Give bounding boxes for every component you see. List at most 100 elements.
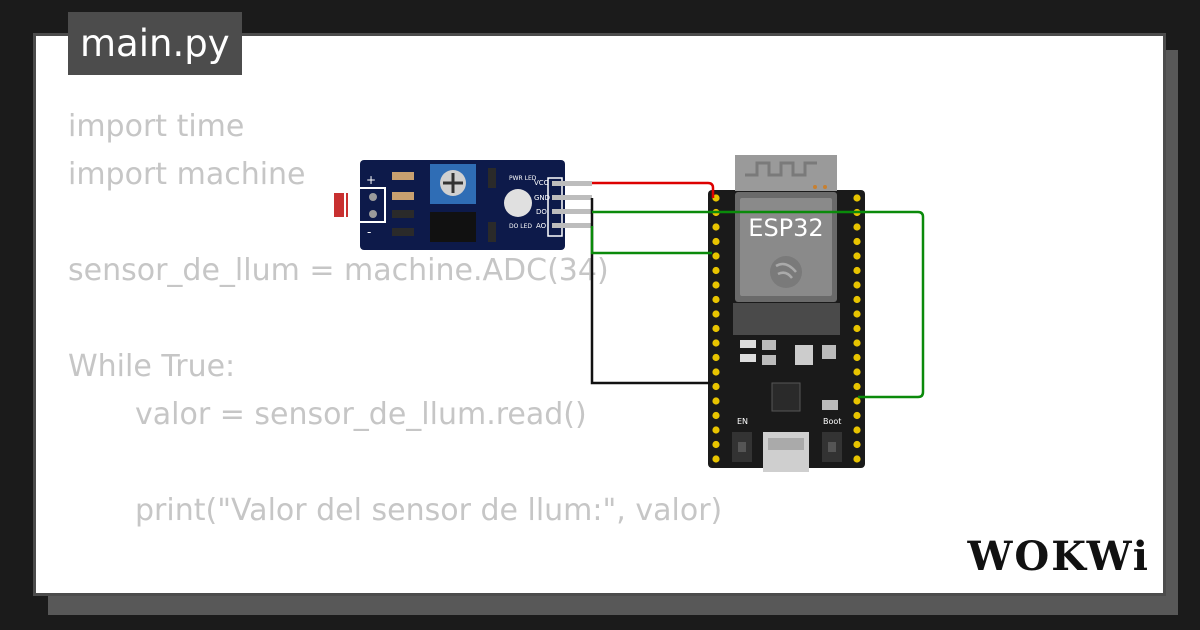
code-line: While True: bbox=[68, 349, 236, 384]
smd-part bbox=[740, 340, 756, 348]
smd-part bbox=[822, 400, 838, 410]
wire-ao[interactable] bbox=[590, 226, 712, 255]
pin-label-ao: AO bbox=[536, 222, 547, 230]
ldr-pin-2 bbox=[369, 210, 377, 218]
gpio-pin[interactable] bbox=[712, 382, 720, 391]
pin-label-do: DO bbox=[536, 208, 547, 216]
gpio-pin[interactable] bbox=[712, 295, 720, 304]
code-line: import machine bbox=[68, 157, 306, 192]
usb-uart-chip bbox=[771, 382, 801, 412]
code-preview: import time import machine sensor_de_llum … bbox=[68, 36, 1158, 593]
ldr-pin-1 bbox=[369, 193, 377, 201]
pin-label-vcc: VCC bbox=[534, 179, 549, 187]
gpio-pin[interactable] bbox=[853, 397, 861, 405]
file-tab[interactable]: main.py bbox=[68, 12, 242, 75]
boot-button-label: Boot bbox=[823, 417, 841, 426]
smd-part bbox=[822, 345, 836, 359]
gpio-pin[interactable] bbox=[712, 368, 720, 376]
gpio-pin[interactable] bbox=[853, 339, 861, 347]
gpio-pin[interactable] bbox=[853, 382, 861, 391]
header-pin-gnd[interactable] bbox=[552, 195, 592, 200]
en-button-label: EN bbox=[737, 417, 748, 426]
boot-button-cap[interactable] bbox=[828, 442, 836, 452]
gpio-pin[interactable] bbox=[712, 397, 720, 405]
resistor bbox=[392, 172, 414, 180]
header-pin-vcc[interactable] bbox=[552, 181, 592, 186]
gpio-pin[interactable] bbox=[853, 266, 861, 275]
gpio-pin[interactable] bbox=[853, 237, 861, 246]
code-line: valor = sensor_de_llum.read() bbox=[135, 397, 587, 432]
gpio-pin[interactable] bbox=[712, 237, 720, 246]
resistor bbox=[392, 228, 414, 236]
gpio-pin[interactable] bbox=[712, 411, 720, 420]
en-button-cap[interactable] bbox=[738, 442, 746, 452]
gpio-pin[interactable] bbox=[853, 281, 861, 289]
code-line: print("Valor del sensor de llum:", valor… bbox=[135, 493, 723, 528]
gpio-pin[interactable] bbox=[853, 252, 861, 260]
gpio-pin[interactable] bbox=[853, 353, 861, 362]
antenna-trace-icon bbox=[745, 161, 817, 177]
header-connector bbox=[547, 177, 563, 237]
wires bbox=[590, 181, 925, 399]
smd-part bbox=[740, 354, 756, 362]
gpio-pin[interactable] bbox=[853, 440, 861, 449]
gpio-pin[interactable] bbox=[853, 194, 861, 202]
code-line: sensor_de_llum = machine.ADC(34) bbox=[68, 253, 609, 288]
capacitor bbox=[488, 222, 496, 242]
capacitor bbox=[488, 168, 496, 188]
gpio-pin[interactable] bbox=[853, 455, 861, 463]
gpio-pin[interactable] bbox=[853, 310, 861, 318]
left-pin-header bbox=[712, 194, 720, 463]
light-sensor-module[interactable]: + - PWR LED DO LED VCC GND DO AO bbox=[334, 160, 592, 250]
antenna-pad bbox=[813, 185, 817, 189]
esp32-devkit[interactable]: ESP32 EN Boot bbox=[708, 155, 865, 472]
gpio-pin[interactable] bbox=[712, 266, 720, 275]
espressif-swirl-icon bbox=[775, 262, 797, 279]
gpio-pin[interactable] bbox=[853, 295, 861, 304]
resistor bbox=[392, 210, 414, 218]
knob-cross-icon bbox=[443, 173, 463, 193]
esp32-chip-label: ESP32 bbox=[748, 214, 823, 242]
pwr-led-label: PWR LED bbox=[509, 175, 537, 182]
header-pin-do[interactable] bbox=[552, 209, 592, 214]
module-pad-row bbox=[733, 303, 840, 335]
project-card: import time import machine sensor_de_llum … bbox=[33, 33, 1166, 596]
sensor-plus-label: + bbox=[366, 173, 376, 187]
esp32-antenna bbox=[735, 155, 837, 191]
gpio-pin[interactable] bbox=[853, 411, 861, 420]
do-led-label: DO LED bbox=[509, 223, 532, 230]
smd-part bbox=[762, 340, 776, 350]
gpio-pin[interactable] bbox=[712, 426, 720, 434]
gpio-pin[interactable] bbox=[712, 339, 720, 347]
gpio-pin[interactable] bbox=[712, 440, 720, 449]
gpio-pin[interactable] bbox=[853, 223, 861, 231]
gpio-pin[interactable] bbox=[712, 353, 720, 362]
gpio-pin[interactable] bbox=[712, 281, 720, 289]
wire-vcc[interactable] bbox=[592, 181, 715, 198]
module-shield bbox=[740, 198, 832, 296]
gpio-pin[interactable] bbox=[712, 324, 720, 333]
sensor-board bbox=[360, 160, 565, 250]
wire-do[interactable] bbox=[592, 210, 925, 399]
smd-part bbox=[762, 355, 776, 365]
wokwi-logo: WOKWi bbox=[967, 533, 1150, 580]
usb-opening bbox=[768, 438, 804, 450]
header-pin-ao[interactable] bbox=[552, 223, 592, 228]
gpio-pin[interactable] bbox=[712, 223, 720, 231]
code-line: import time bbox=[68, 109, 245, 144]
gpio-pin[interactable] bbox=[853, 426, 861, 434]
gpio-pin[interactable] bbox=[853, 368, 861, 376]
ldr-connector bbox=[344, 187, 386, 223]
pin-label-gnd: GND bbox=[534, 194, 550, 202]
gpio-pin[interactable] bbox=[712, 310, 720, 318]
led-indicator bbox=[504, 189, 532, 217]
voltage-regulator bbox=[795, 345, 813, 365]
antenna-pad bbox=[823, 185, 827, 189]
gpio-pin[interactable] bbox=[712, 455, 720, 463]
code-line: time.sleep(2) bbox=[68, 583, 1158, 593]
gpio-pin[interactable] bbox=[853, 324, 861, 333]
resistor bbox=[392, 192, 414, 200]
gpio-pin[interactable] bbox=[712, 252, 720, 260]
wire-gnd[interactable] bbox=[590, 198, 712, 385]
